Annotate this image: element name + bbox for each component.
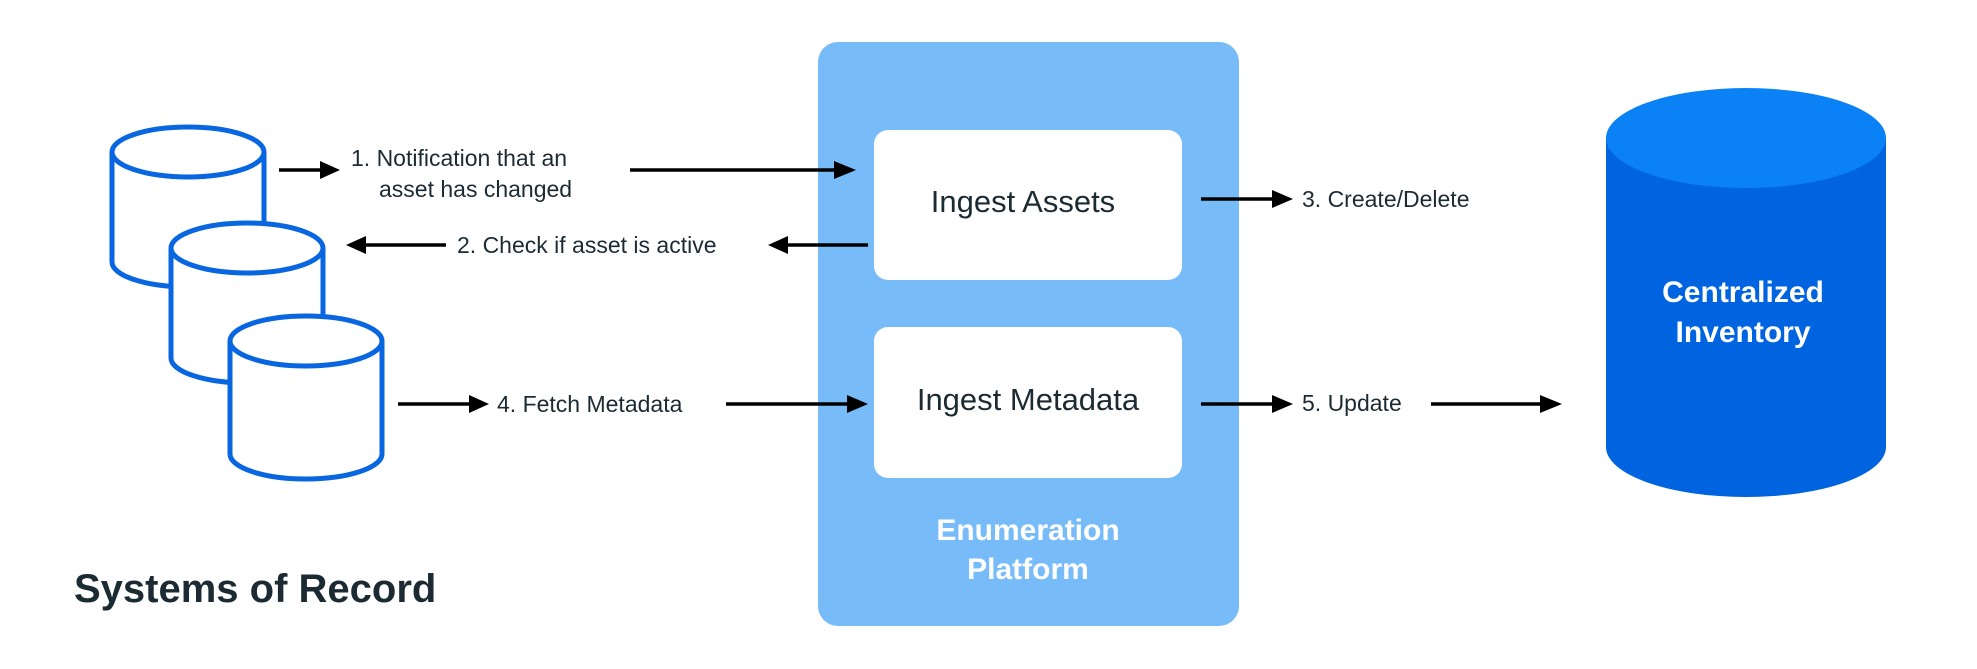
ingest-metadata-box: [874, 327, 1182, 478]
enumeration-platform: Ingest Assets Ingest Metadata Enumeratio…: [818, 42, 1239, 626]
ingest-assets-box: [874, 130, 1182, 280]
flow-step-2-label: 2. Check if asset is active: [457, 232, 717, 258]
ingest-metadata-label: Ingest Metadata: [917, 382, 1140, 417]
centralized-inventory: Centralized Inventory: [1606, 88, 1886, 497]
flow-step-4-label: 4. Fetch Metadata: [497, 391, 683, 417]
flow-step-1-label-line1: 1. Notification that an: [351, 145, 567, 171]
flow-step-5-arrow: [1201, 395, 1562, 413]
platform-label-line1: Enumeration: [936, 514, 1119, 547]
systems-of-record-title: Systems of Record: [74, 567, 436, 611]
flow-step-3-arrow: [1201, 190, 1293, 208]
inventory-cylinder-body: [1606, 138, 1886, 497]
flow-step-1-label-line2: asset has changed: [379, 176, 572, 202]
database-icon-2: [168, 220, 326, 386]
inventory-label-line2: Inventory: [1675, 316, 1810, 349]
flow-step-1-arrow: [279, 161, 856, 179]
inventory-label-line1: Centralized: [1662, 276, 1824, 309]
ingest-assets-label: Ingest Assets: [931, 184, 1115, 219]
flow-step-5-label: 5. Update: [1302, 390, 1402, 416]
database-icon-3: [227, 313, 385, 482]
inventory-cylinder-top: [1606, 88, 1886, 188]
flow-step-2-arrow: [346, 236, 868, 254]
platform-label-line2: Platform: [967, 553, 1089, 586]
systems-of-record-databases: [109, 124, 385, 482]
flow-step-3-label: 3. Create/Delete: [1302, 186, 1469, 212]
flow-step-4-arrow: [398, 395, 868, 413]
